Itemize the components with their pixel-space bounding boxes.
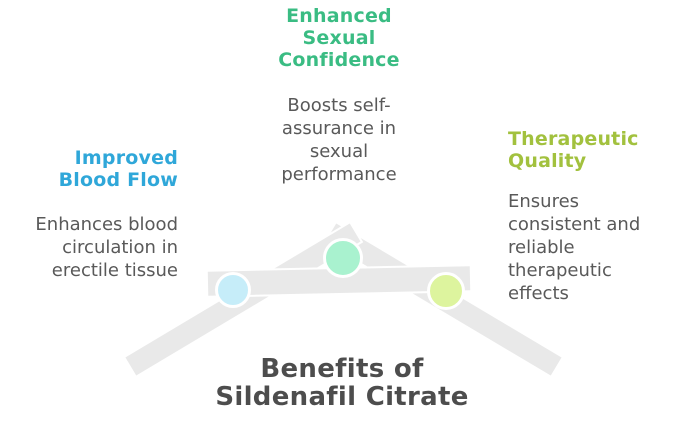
- marker-improved-blood-flow-icon: [215, 272, 251, 308]
- diagram-title: Benefits of Sildenafil Citrate: [215, 355, 468, 411]
- benefit-heading-therapeutic-quality: Therapeutic Quality: [508, 128, 639, 172]
- benefit-heading-improved-blood-flow: Improved Blood Flow: [58, 147, 178, 191]
- marker-therapeutic-quality-icon: [427, 272, 465, 310]
- benefit-enhanced-sexual-confidence: Enhanced Sexual Confidence Boosts self-a…: [259, 5, 419, 186]
- benefit-description-therapeutic-quality: Ensures consistent and reliable therapeu…: [508, 191, 641, 304]
- benefit-description-improved-blood-flow: Enhances blood circulation in erectile t…: [35, 214, 178, 281]
- benefit-heading-enhanced-sexual-confidence: Enhanced Sexual Confidence: [278, 5, 400, 71]
- benefit-therapeutic-quality: Therapeutic Quality Ensures consistent a…: [508, 128, 663, 305]
- marker-enhanced-sexual-confidence-icon: [323, 238, 363, 278]
- diagram-title-line1: Benefits of: [260, 354, 424, 384]
- diagram-title-line2: Sildenafil Citrate: [215, 382, 469, 412]
- benefit-description-enhanced-sexual-confidence: Boosts self-assurance in sexual performa…: [281, 95, 397, 185]
- benefit-improved-blood-flow: Improved Blood Flow Enhances blood circu…: [10, 147, 178, 282]
